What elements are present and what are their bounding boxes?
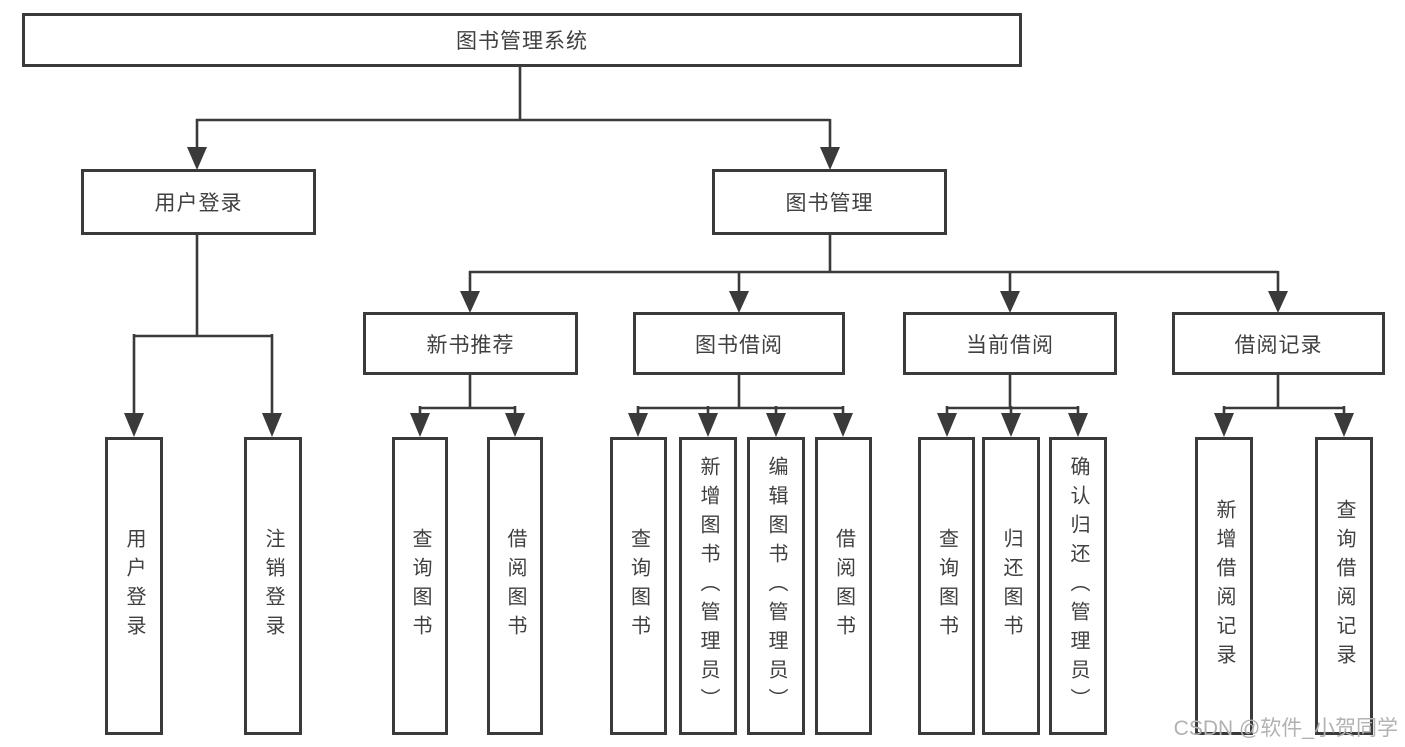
- leaf-return-book: 归还图书: [982, 437, 1040, 735]
- leaf-borrow-books-1-label: 借阅图书: [504, 528, 526, 644]
- node-book-borrow: 图书借阅: [633, 312, 845, 375]
- leaf-query-books-3: 查询图书: [918, 437, 975, 735]
- leaf-edit-book-admin-label: 编辑图书（管理员）: [765, 455, 787, 717]
- leaf-edit-book-admin: 编辑图书（管理员）: [747, 437, 805, 735]
- node-book-management: 图书管理: [712, 169, 947, 235]
- watermark-text: CSDN @软件_小贺同学: [1173, 717, 1398, 740]
- leaf-query-books-1-label: 查询图书: [409, 528, 431, 644]
- leaf-confirm-return-admin: 确认归还（管理员）: [1049, 437, 1107, 735]
- node-book-management-label: 图书管理: [785, 192, 874, 215]
- leaf-borrow-books-1: 借阅图书: [487, 437, 543, 735]
- leaf-query-books-2-label: 查询图书: [627, 528, 650, 644]
- node-current-borrow-label: 当前借阅: [966, 333, 1054, 357]
- node-user-login-label: 用户登录: [154, 192, 243, 215]
- node-root: 图书管理系统: [22, 13, 1022, 67]
- node-borrow-records: 借阅记录: [1172, 312, 1385, 375]
- leaf-confirm-return-admin-label: 确认归还（管理员）: [1067, 455, 1089, 717]
- leaf-add-borrow-record-label: 新增借阅记录: [1213, 499, 1235, 673]
- leaf-user-login-label: 用户登录: [123, 528, 145, 644]
- leaf-add-book-admin: 新增图书（管理员）: [679, 437, 737, 735]
- leaf-query-books-2: 查询图书: [610, 437, 667, 735]
- node-root-label: 图书管理系统: [456, 30, 588, 53]
- leaf-query-borrow-record: 查询借阅记录: [1315, 437, 1373, 735]
- leaf-query-books-3-label: 查询图书: [935, 528, 958, 644]
- leaf-add-book-admin-label: 新增图书（管理员）: [697, 455, 719, 717]
- leaf-add-borrow-record: 新增借阅记录: [1195, 437, 1253, 735]
- node-book-borrow-label: 图书借阅: [695, 333, 783, 357]
- node-user-login: 用户登录: [81, 169, 316, 235]
- node-current-borrow: 当前借阅: [903, 312, 1117, 375]
- leaf-logout: 注销登录: [244, 437, 302, 735]
- leaf-return-book-label: 归还图书: [1000, 528, 1022, 644]
- leaf-borrow-books-2-label: 借阅图书: [832, 528, 855, 644]
- leaf-user-login: 用户登录: [105, 437, 163, 735]
- node-new-book-recommend: 新书推荐: [363, 312, 578, 375]
- node-new-book-recommend-label: 新书推荐: [426, 333, 515, 357]
- leaf-logout-label: 注销登录: [262, 528, 284, 644]
- leaf-borrow-books-2: 借阅图书: [815, 437, 872, 735]
- node-borrow-records-label: 借阅记录: [1234, 333, 1323, 357]
- leaf-query-borrow-record-label: 查询借阅记录: [1333, 499, 1355, 673]
- leaf-query-books-1: 查询图书: [392, 437, 448, 735]
